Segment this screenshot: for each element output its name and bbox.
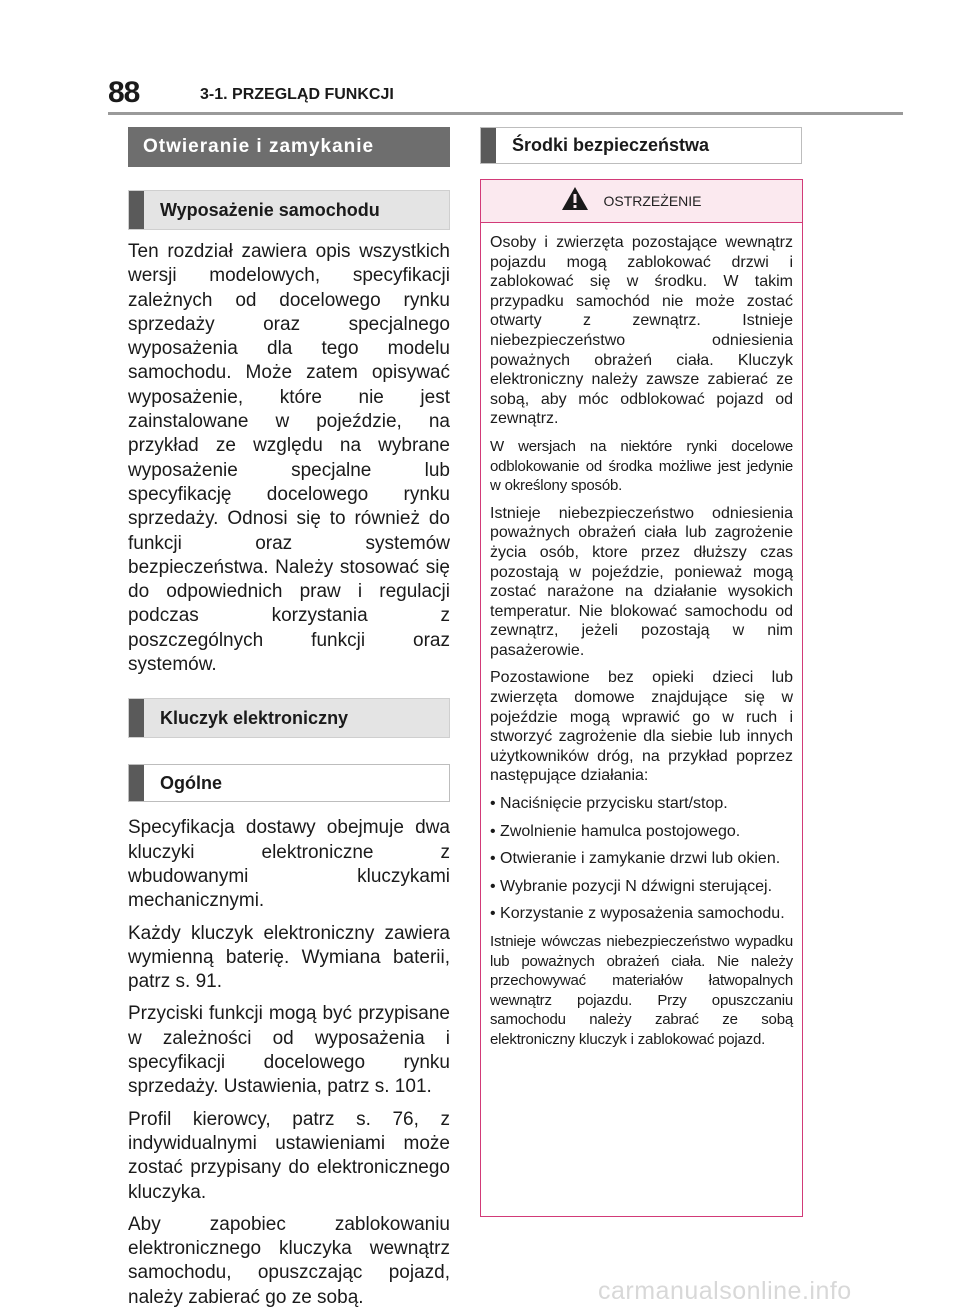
equipment-paragraph: Ten rozdział zawiera opis wszystkich wer… (128, 241, 450, 676)
paragraph: Specyfikacja dostawy obejmuje dwa kluczy… (128, 817, 450, 912)
warning-header: OSTRZEŻENIE (481, 180, 802, 223)
warning-list-item: • Zwolnienie hamulca postojowego. (490, 822, 741, 840)
warning-triangle-icon (561, 186, 589, 216)
warning-paragraph: Istnieje wówczas niebezpieczeństwo wypad… (490, 933, 793, 1048)
warning-list-item: • Naciśnięcie przycisku start/stop. (490, 795, 728, 813)
page-number: 88 (108, 76, 140, 109)
header-divider (108, 112, 903, 115)
warning-paragraph: Istnieje niebezpieczeństwo odniesienia p… (490, 504, 793, 659)
watermark: carmanualsonline.info (598, 1277, 852, 1305)
subheading-marker (129, 191, 144, 229)
warning-paragraph: Pozostawione bez opieki dzieci lub zwier… (490, 669, 793, 785)
paragraph: Przyciski funkcji mogą być przypisane w … (128, 1003, 450, 1098)
subheading-general: Ogólne (128, 764, 450, 803)
right-column: Środki bezpieczeństwa (480, 127, 802, 164)
warning-list-item: • Korzystanie z wyposażenia samochodu. (490, 905, 785, 923)
subheading-equipment: Wyposażenie samochodu (128, 190, 450, 230)
warning-paragraph: W wersjach na niektóre rynki doce­lowe o… (490, 437, 793, 495)
warning-body: Osoby i zwierzęta pozostające wewnątrz p… (481, 223, 802, 1050)
main-heading: Otwieranie i zamykanie (128, 127, 450, 167)
warning-list: • Naciśnięcie przycisku start/stop. • Zw… (490, 794, 793, 924)
subheading-label: Ogólne (160, 772, 222, 793)
left-column: Otwieranie i zamykanie Wyposażenie samoc… (128, 127, 450, 1310)
safety-heading-label: Środki bezpieczeństwa (512, 135, 710, 155)
subheading-label: Kluczyk elektroniczny (160, 707, 349, 728)
subheading-key: Kluczyk elektroniczny (128, 698, 450, 739)
subheading-marker (129, 765, 144, 802)
subheading-label: Wyposażenie samochodu (160, 199, 380, 220)
warning-box: OSTRZEŻENIE Osoby i zwierzęta pozostając… (480, 179, 803, 1217)
subheading-marker (129, 699, 144, 738)
paragraph: Profil kierowcy, patrz s. 76, z indywidu… (128, 1108, 450, 1203)
section-title: 3-1. PRZEGLĄD FUNKCJI (200, 86, 394, 103)
warning-paragraph: Osoby i zwierzęta pozostające wewnątrz p… (490, 234, 793, 428)
warning-list-item: • Wybranie pozycji N dźwigni sterującej. (490, 877, 773, 895)
paragraph: Każdy kluczyk elektroniczny zawiera wymi… (128, 922, 450, 993)
warning-title: OSTRZEŻENIE (603, 193, 702, 209)
safety-heading: Środki bezpieczeństwa (480, 127, 802, 164)
paragraph: Aby zapobiec zablokowaniu elektroniczneg… (128, 1213, 450, 1308)
warning-list-item: • Otwieranie i zamykanie drzwi lub okien… (490, 850, 781, 868)
subheading-marker (481, 128, 496, 163)
